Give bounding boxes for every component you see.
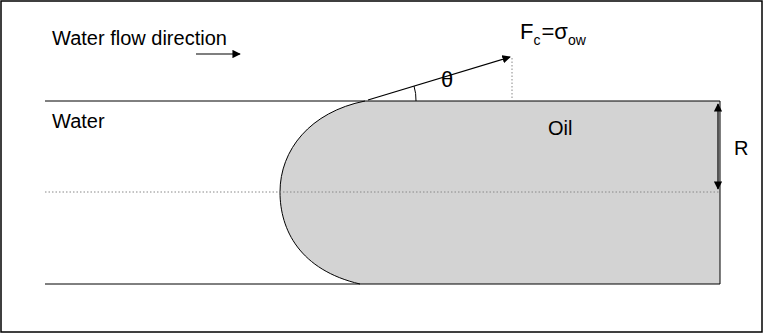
dimension-label: R — [734, 138, 748, 158]
subscript: c — [533, 33, 540, 47]
region-label: Oil — [548, 118, 572, 138]
subscript: ow — [568, 33, 586, 47]
force-arrow — [368, 57, 510, 100]
region-label: Water — [52, 111, 105, 131]
force-symbol: F — [520, 21, 533, 43]
vertical-guide — [512, 58, 513, 100]
flow-arrow — [196, 53, 240, 54]
angle-arc — [414, 86, 416, 101]
radius-arrow — [717, 104, 718, 189]
tube-wall-bottom — [45, 284, 360, 285]
tube-wall-top — [45, 101, 365, 102]
flow-label: Water flow direction — [52, 28, 227, 48]
centerline — [45, 192, 720, 193]
angle-label: θ — [441, 69, 453, 91]
force-symbol: =σ — [541, 21, 567, 43]
